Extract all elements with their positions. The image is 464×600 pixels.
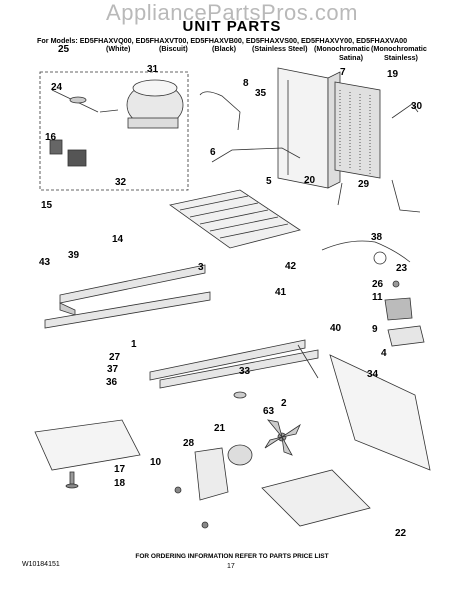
callout-number: 17: [114, 464, 126, 475]
models-line: For Models: ED5FHAXVQ00, ED5FHAXVT00, ED…: [37, 36, 408, 45]
screw: [392, 280, 400, 288]
frame-rails: [44, 264, 319, 389]
callout-number: 18: [114, 478, 126, 489]
callout-number: 40: [330, 323, 342, 334]
fan-motor-bracket: [194, 447, 229, 501]
callout-number: 15: [41, 200, 53, 211]
callout-number: 16: [45, 132, 57, 143]
heat-exchanger-tube: [211, 147, 301, 163]
tube-clip: [391, 179, 421, 213]
condenser-fan-blade: [264, 419, 301, 456]
callout-number: 14: [112, 234, 124, 245]
tube-clip: [337, 182, 343, 206]
overload-relay: [49, 139, 63, 155]
harness-connector: [373, 251, 387, 265]
condenser-coil: [169, 189, 301, 249]
electrical-box: [387, 325, 425, 347]
drain-tube: [391, 103, 419, 119]
start-relay: [67, 149, 87, 167]
watermark: AppliancePartsPros.com: [106, 0, 358, 25]
callout-number: 32: [115, 177, 127, 188]
compressor: [126, 79, 184, 129]
long-screw: [297, 344, 319, 379]
screw: [201, 521, 209, 529]
variant-label: (Black): [212, 44, 236, 53]
page-number: 17: [227, 563, 235, 570]
screw: [174, 486, 182, 494]
callout-number: 28: [183, 438, 195, 449]
variant-label: (Biscuit): [159, 44, 188, 53]
callout-number: 7: [340, 67, 346, 78]
condenser: [277, 67, 341, 189]
callout-number: 8: [243, 78, 249, 89]
callout-number: 2: [281, 398, 287, 409]
callout-number: 25: [58, 44, 70, 55]
callout-number: 9: [372, 324, 378, 335]
callout-number: 39: [68, 250, 80, 261]
base-pan: [329, 354, 431, 471]
callout-number: 41: [275, 287, 287, 298]
callout-number: 63: [263, 406, 275, 417]
callout-number: 23: [396, 263, 408, 274]
start-relay-harness: [51, 89, 119, 113]
compressor-kit-box: [39, 71, 189, 191]
document-number: W10184151: [22, 561, 60, 568]
variant-label: (White): [106, 44, 131, 53]
callout-number: 22: [395, 528, 407, 539]
callout-number: 24: [51, 82, 63, 93]
callout-number: 6: [210, 147, 216, 158]
callout-number: 29: [358, 179, 370, 190]
page-title: UNIT PARTS: [182, 18, 282, 35]
callout-number: 10: [150, 457, 162, 468]
callout-number: 21: [214, 423, 226, 434]
variant-label-line2: Satina): [339, 53, 363, 62]
callout-number: 3: [198, 262, 204, 273]
callout-number: 20: [304, 175, 316, 186]
callout-number: 33: [239, 366, 251, 377]
variant-label-line2: Stainless): [384, 53, 418, 62]
callout-number: 38: [371, 232, 383, 243]
callout-number: 11: [372, 292, 383, 303]
callout-number: 5: [266, 176, 272, 187]
callout-number: 37: [107, 364, 119, 375]
fan-motor: [227, 444, 253, 466]
wire-harness: [321, 240, 411, 263]
callout-number: 43: [39, 257, 51, 268]
callout-number: 34: [367, 369, 379, 380]
variant-label: (Stainless Steel): [252, 44, 308, 53]
grommet: [233, 391, 247, 399]
callout-number: 26: [372, 279, 384, 290]
leveling-leg-foot: [65, 483, 79, 489]
control-board: [384, 297, 413, 321]
variant-label: (Monochromatic: [314, 44, 370, 53]
evaporator: [334, 81, 381, 179]
callout-number: 42: [285, 261, 297, 272]
leveling-leg: [69, 471, 75, 485]
callout-number: 31: [147, 64, 159, 75]
callout-number: 27: [109, 352, 121, 363]
defrost-drain-tray: [261, 469, 371, 527]
callout-number: 4: [381, 348, 387, 359]
tubing-bracket: [199, 91, 241, 131]
callout-number: 36: [106, 377, 118, 388]
callout-number: 1: [131, 339, 137, 350]
ordering-footer: FOR ORDERING INFORMATION REFER TO PARTS …: [135, 553, 329, 560]
callout-number: 35: [255, 88, 267, 99]
variant-label: (Monochromatic: [371, 44, 427, 53]
base-panel: [34, 419, 141, 471]
callout-number: 19: [387, 69, 399, 80]
callout-number: 30: [411, 101, 423, 112]
